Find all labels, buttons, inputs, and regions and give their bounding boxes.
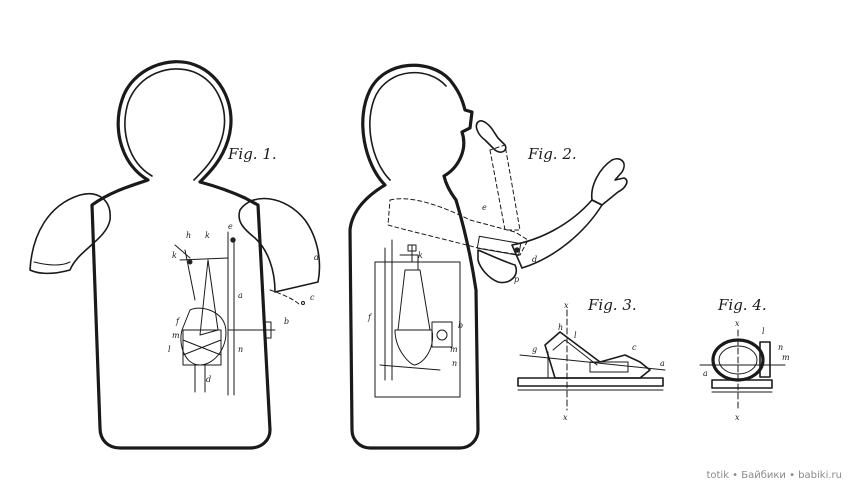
fig3-label: Fig. 3. — [588, 296, 637, 314]
fig1-label: Fig. 1. — [228, 145, 277, 163]
svg-text:e: e — [482, 203, 487, 212]
svg-text:x: x — [735, 413, 740, 422]
svg-text:l: l — [574, 331, 577, 340]
reference-letters: e h k k d c a f b m l n d e k f b m n d … — [168, 203, 790, 422]
svg-text:a: a — [238, 291, 243, 300]
svg-text:c: c — [310, 293, 315, 302]
svg-text:a: a — [703, 369, 708, 378]
svg-text:m: m — [172, 331, 180, 340]
svg-text:d: d — [532, 255, 537, 264]
svg-text:c: c — [632, 343, 637, 352]
svg-text:x: x — [563, 413, 568, 422]
fig1-mechanism — [174, 231, 276, 396]
svg-text:x: x — [735, 319, 740, 328]
svg-text:f: f — [175, 317, 181, 326]
fig1-right-arm — [238, 197, 321, 293]
svg-text:k: k — [172, 251, 177, 260]
svg-text:b: b — [284, 317, 289, 326]
svg-text:l: l — [168, 345, 171, 354]
fig1-torso — [29, 60, 321, 450]
svg-text:b: b — [458, 321, 463, 330]
svg-text:f: f — [367, 313, 373, 322]
svg-text:a: a — [660, 359, 665, 368]
fig2-forearm — [511, 199, 603, 269]
fig2-mechanism — [379, 239, 453, 381]
svg-text:e: e — [228, 222, 233, 231]
svg-text:l: l — [762, 327, 765, 336]
svg-text:k: k — [418, 251, 423, 260]
svg-text:m: m — [450, 345, 458, 354]
svg-text:d: d — [314, 253, 319, 262]
svg-text:n: n — [238, 345, 243, 354]
fig3-drawing — [517, 309, 666, 411]
fig2-hand-lower — [590, 157, 628, 206]
fig2-label: Fig. 2. — [528, 145, 577, 163]
svg-text:m: m — [782, 353, 790, 362]
fig4-drawing — [699, 329, 786, 411]
fig2-arm-dashed — [387, 198, 529, 256]
svg-text:d: d — [206, 375, 211, 384]
fig1-left-arm — [29, 193, 111, 275]
svg-text:n: n — [452, 359, 457, 368]
svg-text:h: h — [558, 323, 563, 332]
svg-text:x: x — [564, 301, 569, 310]
fig2-torso — [348, 63, 628, 450]
svg-text:n: n — [778, 343, 783, 352]
fig2-hand-upper — [475, 120, 507, 153]
watermark: totik • Байбики • babiki.ru — [706, 470, 842, 481]
svg-text:p: p — [514, 275, 519, 284]
svg-text:k: k — [205, 231, 210, 240]
fig4-label: Fig. 4. — [718, 296, 767, 314]
svg-text:h: h — [186, 231, 191, 240]
svg-text:g: g — [532, 345, 537, 354]
